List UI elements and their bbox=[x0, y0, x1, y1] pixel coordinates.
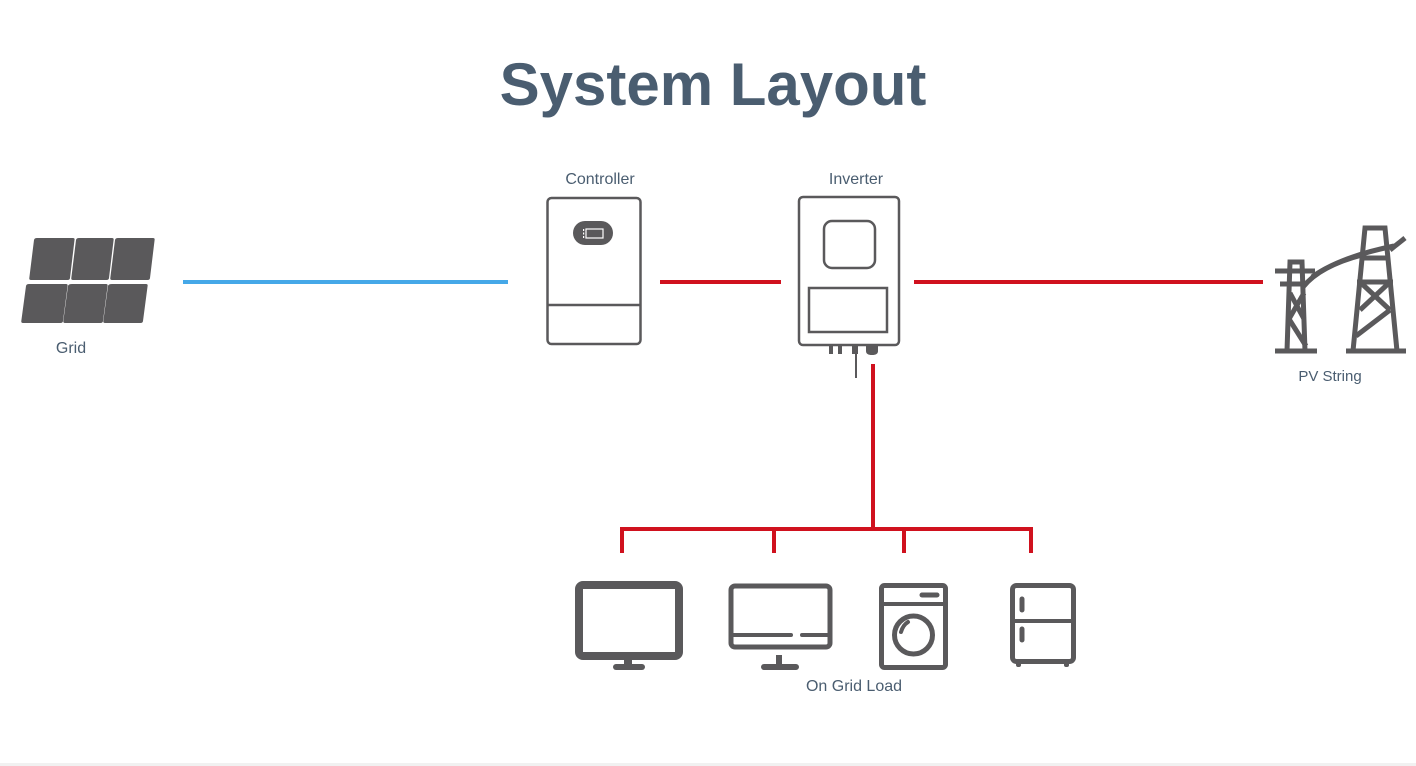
footer-divider bbox=[0, 763, 1416, 766]
refrigerator-icon bbox=[1010, 583, 1076, 667]
controller-icon bbox=[546, 196, 642, 346]
grid-label: Grid bbox=[55, 340, 87, 357]
inverter-icon bbox=[797, 195, 901, 378]
washing-machine-icon bbox=[879, 583, 948, 670]
inverter-label: Inverter bbox=[828, 171, 884, 188]
on-grid-load-label: On Grid Load bbox=[805, 678, 903, 695]
pv-string-label: PV String bbox=[1298, 368, 1362, 385]
monitor-icon bbox=[575, 581, 683, 670]
solar-panel-icon bbox=[21, 238, 155, 323]
desktop-computer-icon bbox=[728, 583, 833, 670]
controller-label: Controller bbox=[565, 171, 635, 188]
page-title: System Layout bbox=[499, 51, 927, 118]
power-tower-icon bbox=[1275, 225, 1407, 354]
connection-inverter-loads bbox=[620, 364, 1033, 553]
